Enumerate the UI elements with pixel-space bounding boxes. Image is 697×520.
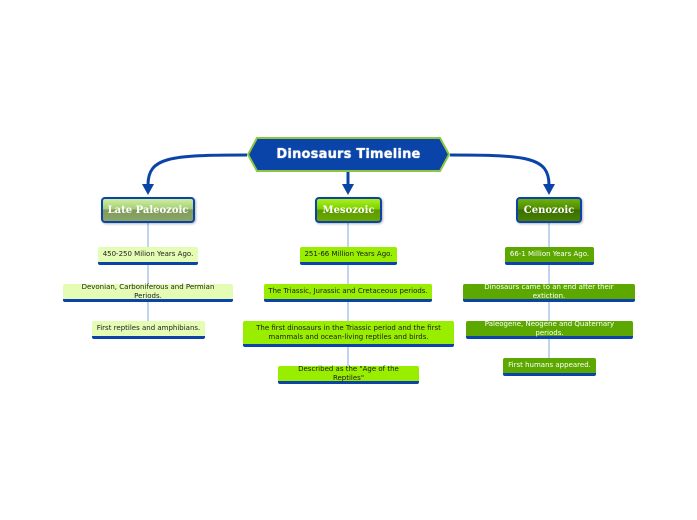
branch-label: Late Paleozoic	[107, 204, 189, 216]
branch-late-paleozoic[interactable]: Late Paleozoic	[101, 197, 195, 223]
branch-cenozoic[interactable]: Cenozoic	[516, 197, 582, 223]
leaf-topic[interactable]: Paleogene, Neogene and Quaternary period…	[466, 320, 633, 339]
leaf-topic[interactable]: First reptiles and amphibians.	[92, 321, 205, 339]
leaf-topic[interactable]: Devonian, Carboniferous and Permian Peri…	[63, 283, 233, 302]
leaf-topic[interactable]: The Triassic, Jurassic and Cretaceous pe…	[264, 284, 432, 302]
leaf-topic[interactable]: The first dinosaurs in the Triassic peri…	[243, 321, 454, 347]
leaf-topic[interactable]: First humans appeared.	[503, 358, 596, 376]
leaf-topic[interactable]: 66-1 Million Years Ago.	[505, 247, 594, 265]
leaf-topic[interactable]: Dinosaurs came to an end after their ext…	[463, 283, 635, 302]
arrowhead-icon	[342, 184, 354, 195]
root-topic[interactable]: Dinosaurs Timeline	[247, 137, 450, 172]
arrow-left	[146, 153, 248, 186]
root-title: Dinosaurs Timeline	[276, 147, 421, 162]
arrowhead-icon	[543, 184, 555, 195]
arrowhead-icon	[142, 184, 154, 195]
branch-label: Mesozoic	[322, 204, 375, 216]
branch-label: Cenozoic	[523, 204, 575, 216]
hexagon-shape	[247, 137, 450, 172]
arrow-right	[449, 153, 551, 186]
leaf-topic[interactable]: 450-250 Milion Years Ago.	[98, 247, 198, 265]
leaf-topic[interactable]: Described as the "Age of the Reptiles"	[278, 365, 419, 384]
branch-mesozoic[interactable]: Mesozoic	[315, 197, 382, 223]
leaf-topic[interactable]: 251-66 Million Years Ago.	[300, 247, 397, 265]
